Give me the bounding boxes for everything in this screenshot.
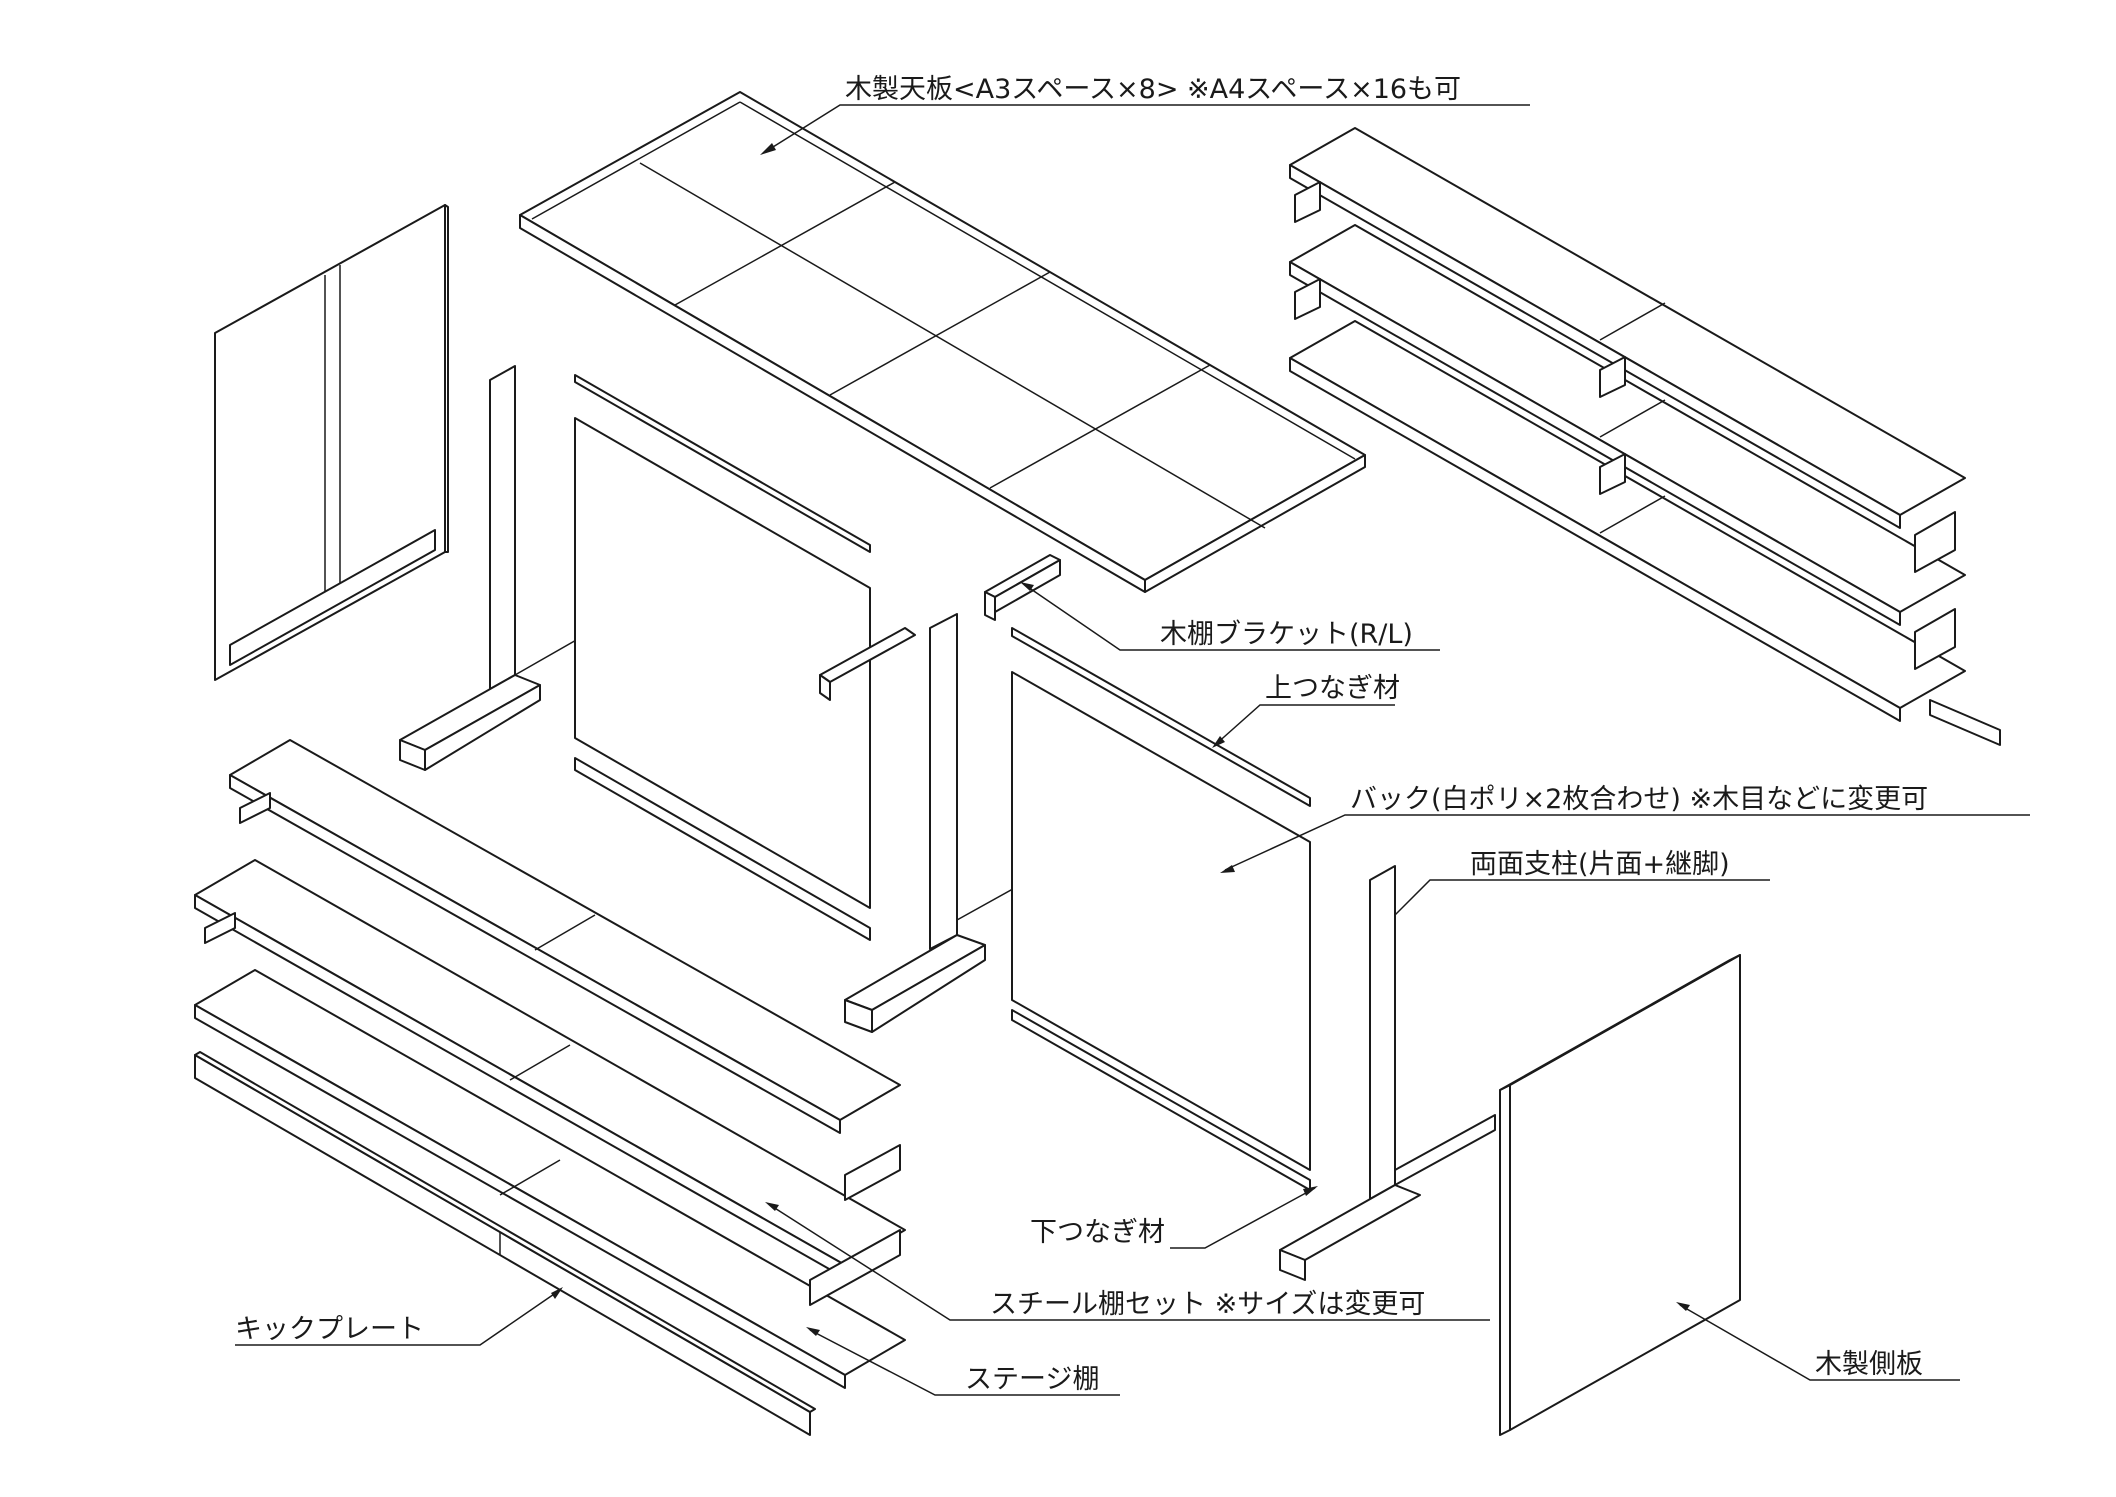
label-shelf-bracket: 木棚ブラケット(R/L) (1160, 619, 1413, 650)
label-lower-rail: 下つなぎ材 (1030, 1217, 1165, 1248)
leader-lines (235, 104, 2030, 1396)
steel-shelf-set-right (1289, 127, 2001, 746)
label-top-board: 木製天板<A3スペース×8> ※A4スペース×16も可 (845, 74, 1461, 105)
wooden-shelf-bracket (984, 554, 1061, 621)
label-stage-shelf: ステージ棚 (965, 1364, 1099, 1395)
double-sided-post-center (844, 613, 1021, 1033)
label-back-panel: バック(白ポリ×2枚合わせ) ※木目などに変更可 (1350, 784, 1928, 815)
wooden-side-panel (1499, 954, 1741, 1436)
label-steel-shelf-set: スチール棚セット ※サイズは変更可 (990, 1289, 1425, 1320)
top-board (519, 91, 1366, 593)
left-side-panel (214, 204, 449, 681)
label-double-post: 両面支柱(片面+継脚) (1470, 849, 1730, 880)
double-sided-post-right (1279, 865, 1496, 1281)
label-side-panel: 木製側板 (1815, 1349, 1923, 1380)
label-kick-plate: キックプレート (235, 1314, 424, 1345)
label-upper-rail: 上つなぎ材 (1265, 673, 1400, 704)
back-panel-front (1011, 627, 1311, 1191)
back-panel-rear (574, 374, 916, 941)
double-sided-post-left (399, 365, 621, 771)
kick-plate (194, 1051, 816, 1436)
steel-shelf-set-left (194, 739, 906, 1389)
